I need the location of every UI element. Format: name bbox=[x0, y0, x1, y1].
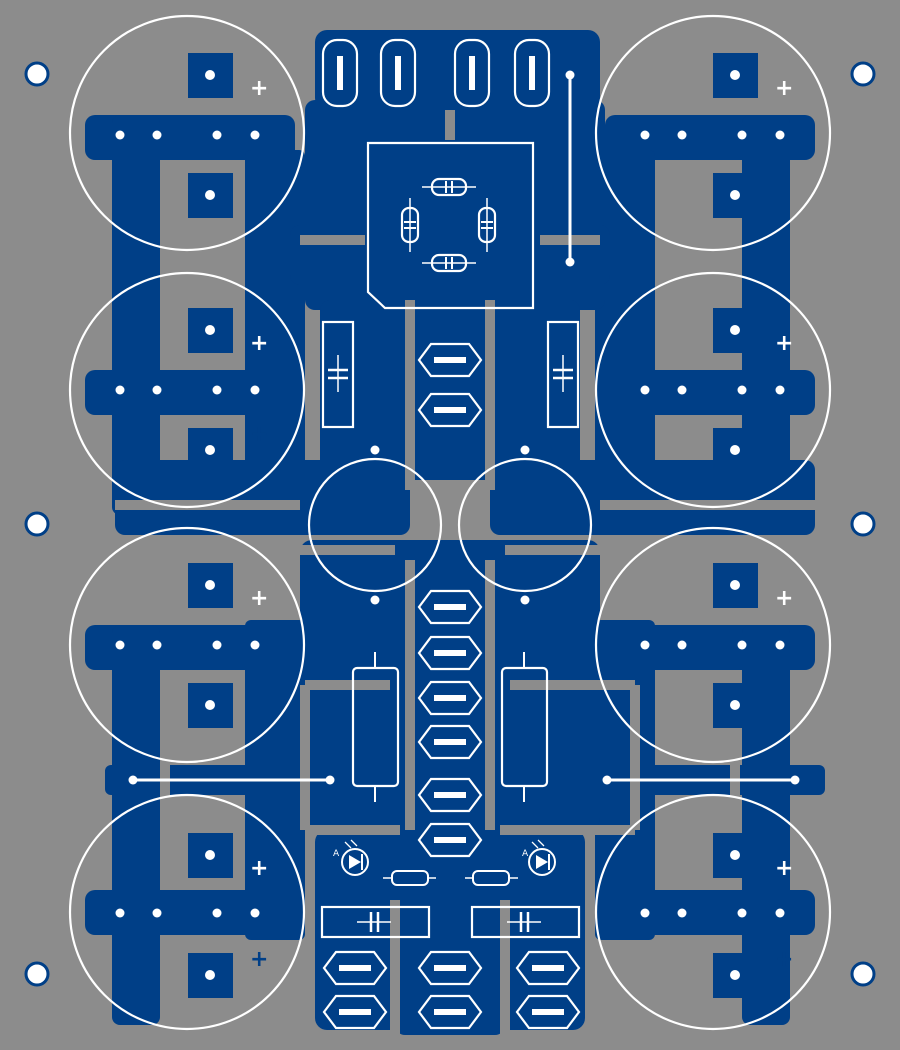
polarity-plus: + bbox=[775, 856, 793, 881]
mounting-holes bbox=[24, 61, 876, 987]
capacitor-icon bbox=[546, 320, 580, 429]
circle-hole-icon bbox=[850, 511, 876, 537]
copper-layer bbox=[85, 30, 825, 1035]
circle-hole-icon bbox=[24, 61, 50, 87]
small-resistors bbox=[383, 870, 518, 886]
capacitor-icon bbox=[594, 14, 832, 252]
bottom-film-capacitors bbox=[320, 905, 581, 939]
capacitor-icon bbox=[457, 457, 593, 593]
polarity-plus: + bbox=[775, 586, 793, 611]
polarity-plus: + bbox=[250, 76, 268, 101]
polarity-plus: + bbox=[250, 331, 268, 356]
capacitor-icon bbox=[321, 320, 355, 429]
polarity-plus: + bbox=[775, 947, 793, 972]
polarity-marks: + + + + + + + + + + + bbox=[250, 76, 793, 972]
resistor-icon bbox=[465, 870, 518, 886]
circle-hole-icon bbox=[850, 961, 876, 987]
power-resistors bbox=[351, 652, 549, 802]
center-pad-stack bbox=[322, 342, 581, 1030]
capacitor-icon bbox=[477, 198, 497, 252]
capacitor-icon bbox=[320, 905, 431, 939]
polarity-plus: + bbox=[775, 331, 793, 356]
wire-jumpers bbox=[133, 75, 795, 782]
capacitor-icon bbox=[68, 526, 306, 764]
input-connector-pads bbox=[321, 38, 551, 108]
polarity-plus: + bbox=[250, 422, 268, 447]
large-capacitors bbox=[68, 14, 832, 1031]
capacitor-icon bbox=[594, 793, 832, 1031]
capacitor-icon bbox=[422, 177, 476, 197]
polarity-plus: + bbox=[775, 76, 793, 101]
led-icon: A bbox=[333, 839, 369, 876]
capacitor-icon bbox=[400, 198, 420, 252]
bridge-rectifier-icon bbox=[366, 141, 535, 310]
circle-hole-icon bbox=[850, 61, 876, 87]
circle-hole-icon bbox=[24, 511, 50, 537]
capacitor-icon bbox=[470, 905, 581, 939]
capacitor-icon bbox=[68, 793, 306, 1031]
capacitor-icon bbox=[422, 253, 476, 273]
capacitor-icon bbox=[594, 271, 832, 509]
anode-label: A bbox=[333, 849, 340, 859]
polarity-plus: + bbox=[250, 856, 268, 881]
capacitor-icon bbox=[68, 271, 306, 509]
resistor-icon bbox=[500, 652, 549, 802]
capacitor-icon bbox=[307, 457, 443, 593]
capacitor-icon bbox=[68, 14, 306, 252]
circle-hole-icon bbox=[24, 961, 50, 987]
anode-label: A bbox=[522, 849, 529, 859]
polarity-plus: + bbox=[250, 947, 268, 972]
leds: A A bbox=[333, 839, 556, 876]
capacitor-icon bbox=[594, 526, 832, 764]
polarity-plus: + bbox=[250, 586, 268, 611]
film-capacitors bbox=[321, 320, 580, 429]
resistor-icon bbox=[351, 652, 400, 802]
led-icon: A bbox=[522, 839, 556, 876]
resistor-icon bbox=[383, 870, 436, 886]
